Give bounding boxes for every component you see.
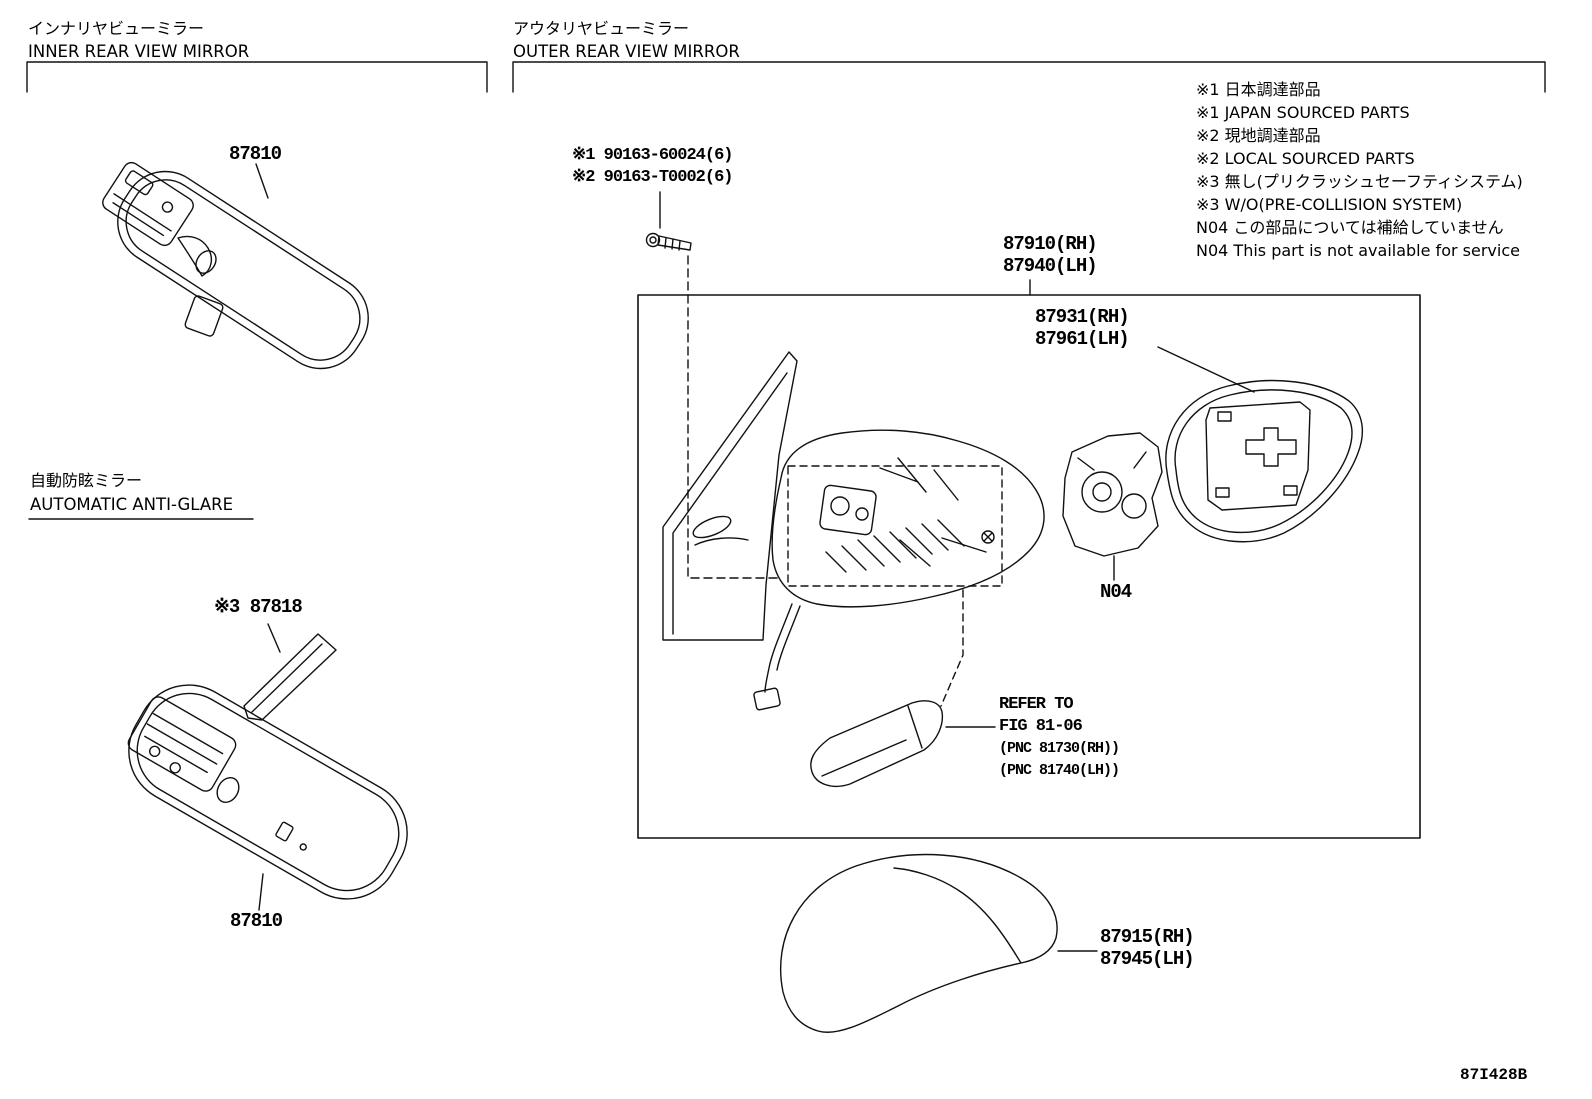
inner-mirror-drawing	[102, 161, 369, 370]
inner-section-title-en: INNER REAR VIEW MIRROR	[28, 42, 250, 61]
note-line: ※1 JAPAN SOURCED PARTS	[1196, 103, 1410, 122]
part-label-anti-glare-cover: ※3 87818	[214, 596, 303, 618]
anti-glare-title-en: AUTOMATIC ANTI-GLARE	[30, 495, 234, 514]
part-label-cover-rh: 87915(RH)	[1100, 926, 1195, 948]
part-label-actuator-n04: N04	[1100, 581, 1132, 603]
part-label-screw-japan: ※1 90163-60024(6)	[572, 146, 733, 165]
note-line: N04 This part is not available for servi…	[1196, 241, 1520, 260]
outer-assembly-box	[637, 294, 1421, 839]
part-label-outer-mirror-lh: 87940(LH)	[1003, 255, 1098, 277]
note-line: N04 この部品については補給していません	[1196, 218, 1504, 237]
mirror-glass-drawing	[1157, 346, 1364, 543]
actuator-drawing	[1062, 432, 1163, 581]
anti-glare-title-jp: 自動防眩ミラー	[30, 471, 143, 490]
inner-section-bracket	[26, 61, 488, 93]
diagram-code: 87I428B	[1460, 1066, 1528, 1084]
part-label-mirror-glass-lh: 87961(LH)	[1035, 328, 1130, 350]
note-line: ※2 現地調達部品	[1196, 126, 1321, 145]
part-label-cover-lh: 87945(LH)	[1100, 948, 1195, 970]
refer-line-4: (PNC 81740(LH))	[999, 762, 1120, 779]
anti-glare-mirror-drawing	[127, 623, 408, 911]
note-line: ※1 日本調達部品	[1196, 80, 1321, 99]
legend-notes: ※1 日本調達部品 ※1 JAPAN SOURCED PARTS ※2 現地調達…	[1196, 78, 1523, 262]
screw-dashed-connector	[687, 255, 781, 579]
mirror-housing-drawing	[753, 429, 1045, 711]
screw-drawing	[645, 191, 692, 251]
door-corner-drawing	[662, 351, 798, 641]
mirror-cover-drawing	[779, 853, 1098, 1033]
inner-section-title-jp: インナリヤビューミラー	[28, 19, 205, 38]
refer-line-1: REFER TO	[999, 695, 1074, 714]
refer-line-3: (PNC 81730(RH))	[999, 740, 1120, 757]
note-line: ※2 LOCAL SOURCED PARTS	[1196, 149, 1415, 168]
part-label-outer-mirror-rh: 87910(RH)	[1003, 233, 1098, 255]
refer-line-2: FIG 81-06	[999, 717, 1083, 736]
outer-section-bracket	[512, 61, 1546, 93]
outer-section-title-en: OUTER REAR VIEW MIRROR	[513, 42, 740, 61]
note-line: ※3 無し(プリクラッシュセーフティシステム)	[1196, 172, 1523, 191]
part-label-screw-local: ※2 90163-T0002(6)	[572, 168, 733, 187]
part-label-anti-glare-mirror: 87810	[230, 910, 283, 932]
outer-section-title-jp: アウタリヤビューミラー	[513, 19, 690, 38]
turn-signal-lamp-drawing	[810, 700, 996, 788]
part-label-mirror-glass-rh: 87931(RH)	[1035, 306, 1130, 328]
part-label-inner-mirror: 87810	[229, 143, 282, 165]
note-line: ※3 W/O(PRE-COLLISION SYSTEM)	[1196, 195, 1463, 214]
